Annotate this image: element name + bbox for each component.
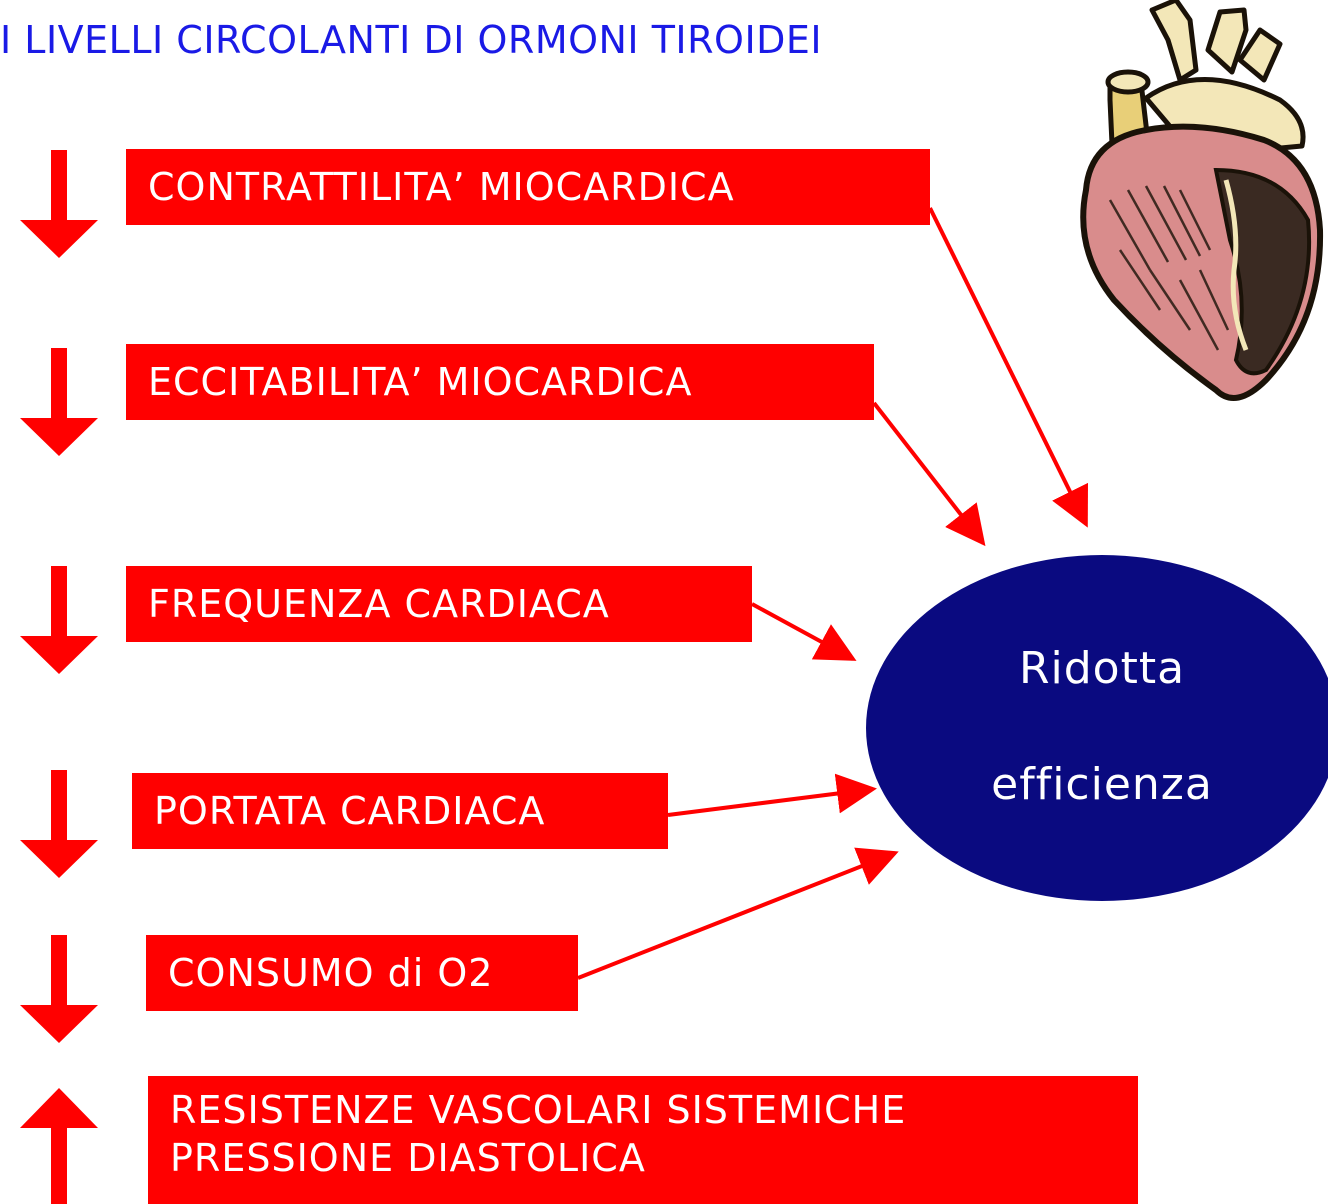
box-eccitabilita: ECCITABILITA’ MIOCARDICA bbox=[126, 344, 874, 420]
connector-eccitabilita bbox=[872, 401, 986, 547]
result-line-2: efficienza bbox=[991, 759, 1213, 810]
anatomical-heart-icon bbox=[1080, 0, 1324, 401]
box-consumo: CONSUMO di O2 bbox=[146, 935, 578, 1011]
box-frequenza: FREQUENZA CARDIACA bbox=[126, 566, 752, 642]
down-arrow-icon bbox=[20, 770, 98, 878]
down-arrow-icon bbox=[20, 348, 98, 456]
result-ellipse: Ridotta efficienza bbox=[866, 555, 1328, 901]
down-arrow-icon bbox=[20, 566, 98, 674]
connector-consumo bbox=[577, 847, 899, 980]
page-title: I LIVELLI CIRCOLANTI DI ORMONI TIROIDEI bbox=[0, 18, 823, 62]
result-line-1: Ridotta bbox=[1018, 643, 1186, 694]
box-contrattilita: CONTRATTILITA’ MIOCARDICA bbox=[126, 149, 930, 225]
connector-portata bbox=[667, 773, 877, 817]
down-arrow-icon bbox=[20, 935, 98, 1043]
down-arrow-icon bbox=[20, 150, 98, 258]
box-resistenze: RESISTENZE VASCOLARI SISTEMICHE PRESSION… bbox=[148, 1076, 1138, 1204]
connector-frequenza bbox=[751, 602, 857, 661]
box-portata: PORTATA CARDIACA bbox=[132, 773, 668, 849]
connector-contrattilita bbox=[928, 207, 1088, 528]
up-arrow-icon bbox=[20, 1088, 98, 1204]
